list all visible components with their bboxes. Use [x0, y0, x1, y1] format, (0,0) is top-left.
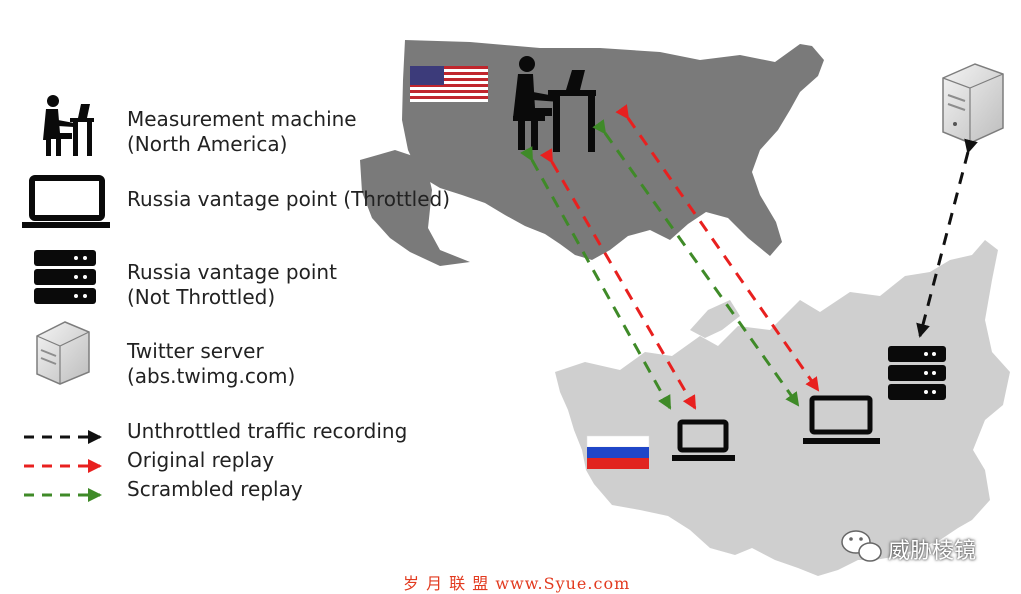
- laptop-icon-map-west: [672, 419, 735, 461]
- black-arrow-server: [916, 138, 978, 338]
- legend-throttled-label: Russia vantage point (Throttled): [127, 187, 451, 211]
- person-at-desk-icon-map: [513, 56, 596, 152]
- legend-not-throttled-label: Russia vantage point (Not Throttled): [127, 260, 337, 309]
- watermark-brand: 威胁棱镜: [888, 539, 977, 564]
- server-rack-icon: [34, 250, 96, 304]
- russia-map: [555, 240, 1010, 576]
- person-at-desk-icon: [43, 95, 94, 156]
- legend-original-label: Original replay: [127, 448, 275, 472]
- tower-server-legend-icon: [36, 321, 90, 385]
- legend-arrows: [24, 430, 102, 502]
- red-arrow-to-east: [615, 104, 820, 392]
- legend-twitter-label: Twitter server (abs.twimg.com): [127, 339, 296, 388]
- legend-scrambled-label: Scrambled replay: [127, 477, 303, 501]
- laptop-icon-map-east: [803, 395, 880, 444]
- legend-measurement-label: Measurement machine (North America): [127, 107, 357, 156]
- wechat-icon: [841, 530, 882, 562]
- us-flag-icon: [410, 66, 488, 102]
- laptop-icon: [22, 175, 110, 228]
- server-rack-icon-map: [888, 346, 946, 400]
- russia-flag-icon: [586, 435, 650, 469]
- tower-server-icon: [942, 63, 1004, 144]
- arrows-map: [520, 104, 978, 410]
- watermark-site: 岁 月 联 盟 www.Syue.com: [403, 574, 631, 593]
- legend-unthrottled-label: Unthrottled traffic recording: [127, 419, 408, 443]
